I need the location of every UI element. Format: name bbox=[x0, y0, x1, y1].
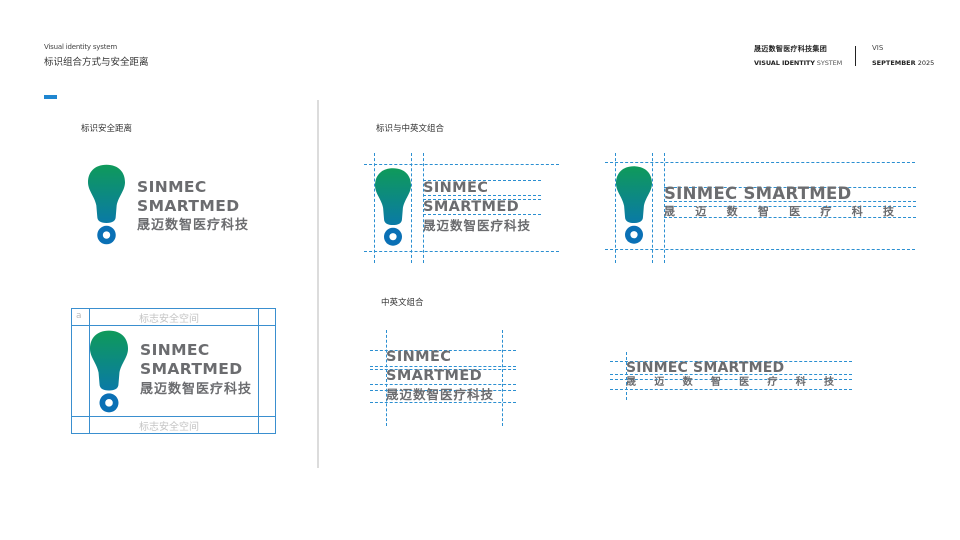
guide-line bbox=[664, 153, 665, 263]
cn-char: 医 bbox=[739, 377, 750, 388]
safe-box-inner-left-line bbox=[89, 308, 90, 434]
wordmark-cn: 晟迈数智医疗科技 bbox=[423, 218, 532, 233]
header-subtitle-en: Visual identity system bbox=[44, 43, 117, 51]
section-label-text-combo: 中英文组合 bbox=[381, 298, 424, 308]
brand-name-cn: 晟迈数智医疗科技集团 bbox=[754, 45, 827, 53]
wordmark-line2: SMARTMED bbox=[137, 197, 240, 215]
guide-line bbox=[502, 330, 503, 426]
wordmark-line2: SMARTMED bbox=[423, 199, 520, 215]
section-code: VIS bbox=[872, 44, 884, 52]
date-month: SEPTEMBER bbox=[872, 59, 916, 67]
logo-mark-icon bbox=[616, 162, 652, 248]
logo-mark-icon bbox=[88, 161, 125, 248]
guide-line bbox=[386, 330, 387, 426]
safe-box-inner-top-line bbox=[71, 325, 276, 326]
guide-line bbox=[364, 251, 559, 252]
guide-line bbox=[664, 201, 916, 202]
guide-line bbox=[370, 384, 516, 385]
safe-box-inner-right-line bbox=[258, 308, 259, 434]
guide-line bbox=[364, 164, 559, 165]
header-divider bbox=[855, 46, 856, 66]
safe-box-left-line bbox=[71, 308, 72, 434]
guide-line bbox=[423, 180, 541, 181]
wordmark-cn: 晟迈数智医疗科技 bbox=[386, 387, 495, 402]
guide-line bbox=[370, 366, 516, 367]
guide-line bbox=[605, 162, 915, 163]
wordmark-line1: SINMEC bbox=[140, 341, 210, 359]
wordmark-cn-spaced: 晟 迈 数 智 医 疗 科 技 bbox=[664, 206, 894, 217]
guide-line bbox=[664, 206, 916, 207]
guide-line bbox=[374, 153, 375, 263]
guide-line bbox=[370, 402, 516, 403]
cn-char: 晟 bbox=[664, 205, 675, 218]
brand-system-bold-1: VISUAL bbox=[754, 59, 782, 67]
guide-line bbox=[423, 195, 541, 196]
safe-box-bottom-line bbox=[71, 433, 276, 434]
guide-line bbox=[411, 153, 412, 263]
wordmark-single-line: SINMEC SMARTMED bbox=[626, 360, 785, 376]
guide-line bbox=[664, 217, 916, 218]
wordmark-line2: SMARTMED bbox=[140, 360, 243, 378]
accent-bar bbox=[44, 95, 57, 99]
safe-box-top-line bbox=[71, 308, 276, 309]
page-title: 标识组合方式与安全距离 bbox=[44, 57, 149, 68]
section-label-mark-combo: 标识与中英文组合 bbox=[376, 124, 445, 134]
guide-line bbox=[370, 390, 516, 391]
safe-box-inner-bottom-line bbox=[71, 416, 276, 417]
wordmark-cn: 晟迈数智医疗科技 bbox=[140, 382, 253, 397]
wordmark-line1: SINMEC bbox=[423, 180, 489, 196]
cn-char: 迈 bbox=[654, 377, 665, 388]
cn-char: 晟 bbox=[626, 377, 636, 388]
section-label-safe-distance: 标识安全距离 bbox=[81, 124, 133, 134]
safe-space-top-label: 标志安全空间 bbox=[139, 314, 199, 325]
cn-char: 科 bbox=[795, 377, 806, 388]
cn-char: 智 bbox=[757, 205, 769, 218]
wordmark-cn: 晟迈数智医疗科技 bbox=[137, 218, 250, 233]
safe-box-right-line bbox=[275, 308, 276, 434]
cn-char: 医 bbox=[789, 205, 801, 218]
guide-line bbox=[370, 369, 516, 370]
wordmark-line1: SINMEC bbox=[386, 349, 452, 365]
wordmark-line2: SMARTMED bbox=[386, 368, 483, 384]
brand-system-bold-2: IDENTITY bbox=[781, 59, 815, 67]
wordmark-line1: SINMEC bbox=[137, 178, 207, 196]
cn-char: 技 bbox=[882, 205, 894, 218]
guide-line bbox=[423, 214, 541, 215]
guide-line bbox=[652, 153, 653, 263]
cn-char: 迈 bbox=[695, 205, 707, 218]
guide-line bbox=[610, 374, 852, 375]
guide-line bbox=[370, 350, 516, 351]
brand-system-label: VISUAL IDENTITY SYSTEM bbox=[754, 59, 842, 67]
vertical-divider bbox=[317, 100, 319, 468]
guide-line bbox=[610, 389, 852, 390]
guide-line bbox=[423, 153, 424, 263]
guide-line bbox=[664, 187, 916, 188]
wordmark-cn-spaced: 晟 迈 数 智 医 疗 科 技 bbox=[626, 378, 834, 388]
wordmark-single-line: SINMEC SMARTMED bbox=[664, 184, 852, 203]
date-label: SEPTEMBER 2025 bbox=[872, 59, 934, 67]
guide-line bbox=[610, 379, 852, 380]
cn-char: 科 bbox=[851, 205, 863, 218]
cn-char: 疗 bbox=[820, 205, 832, 218]
cn-char: 疗 bbox=[767, 377, 778, 388]
logo-mark-icon bbox=[90, 327, 128, 416]
guide-line bbox=[615, 153, 616, 263]
guide-line bbox=[605, 249, 915, 250]
logo-mark-icon bbox=[375, 164, 411, 250]
cn-char: 技 bbox=[823, 377, 834, 388]
guide-line bbox=[423, 199, 541, 200]
safe-space-bottom-label: 标志安全空间 bbox=[139, 422, 199, 433]
date-year: 2025 bbox=[915, 59, 935, 67]
guide-line bbox=[626, 352, 627, 400]
brand-system-light: SYSTEM bbox=[814, 59, 843, 67]
cn-char: 数 bbox=[682, 377, 693, 388]
unit-a-label: a bbox=[76, 311, 82, 321]
cn-char: 智 bbox=[710, 377, 721, 388]
cn-char: 数 bbox=[726, 205, 738, 218]
guide-line bbox=[610, 361, 852, 362]
